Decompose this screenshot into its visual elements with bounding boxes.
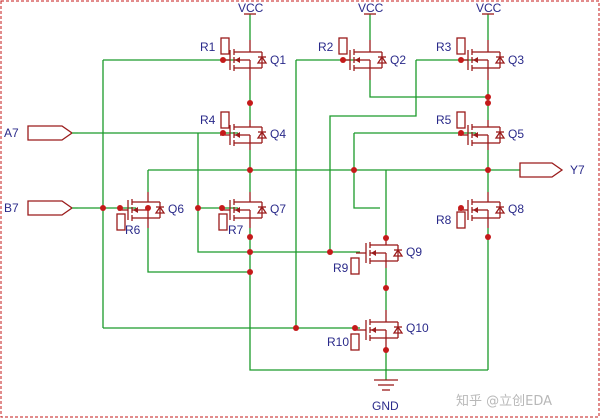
- junction-dot: [195, 205, 201, 211]
- resistor-r1: R1: [200, 37, 230, 55]
- mosfet-label-q3: Q3: [508, 53, 524, 67]
- junction-dot: [485, 234, 491, 240]
- junction-dot: [247, 249, 253, 255]
- junction-dot: [100, 205, 106, 211]
- port-a7: A7: [4, 125, 78, 141]
- mosfet-q5: Q5: [458, 120, 524, 150]
- mosfet-q2: Q2: [340, 40, 406, 80]
- junction-dot: [458, 130, 464, 136]
- mosfet-q6: Q6: [118, 192, 184, 228]
- wires: [78, 14, 520, 380]
- junction-dot: [351, 167, 357, 173]
- watermark-text: 知乎 @立创EDA: [456, 393, 552, 409]
- resistor-label-r3: R3: [436, 40, 452, 54]
- mosfet-q9: Q9: [356, 238, 422, 268]
- resistor-label-r10: R10: [327, 335, 349, 349]
- port-y7: Y7: [519, 162, 585, 178]
- mosfet-label-q7: Q7: [270, 202, 286, 216]
- port-a7-label: A7: [4, 126, 19, 140]
- resistor-label-r6: R6: [125, 223, 141, 237]
- junction-dot: [485, 167, 491, 173]
- mosfet-label-q5: Q5: [508, 127, 524, 141]
- junction-dot: [247, 269, 253, 275]
- resistor-r2: R2: [318, 37, 348, 55]
- port-b7: B7: [4, 200, 78, 216]
- junction-dot: [458, 205, 464, 211]
- resistor-r10: R10: [327, 333, 360, 351]
- resistor-r9: R9: [333, 257, 360, 275]
- vcc-symbol-2: VCC: [358, 1, 384, 15]
- junction-dot: [327, 249, 333, 255]
- mosfet-label-q1: Q1: [270, 53, 286, 67]
- junction-dot: [340, 57, 346, 63]
- resistor-r5: R5: [436, 111, 466, 129]
- resistor-r8: R8: [436, 211, 466, 229]
- vcc-symbol-1: VCC: [238, 1, 264, 15]
- resistor-r6: R6: [116, 213, 141, 237]
- resistor-label-r9: R9: [333, 261, 349, 275]
- junction-dot: [383, 347, 389, 353]
- junction-dot: [220, 130, 226, 136]
- mosfet-label-q4: Q4: [270, 127, 286, 141]
- mosfet-q7: Q7: [220, 192, 286, 228]
- mosfet-label-q6: Q6: [168, 202, 184, 216]
- junction-dot: [247, 234, 253, 240]
- resistor-r7: R7: [218, 213, 244, 237]
- mosfet-label-q2: Q2: [390, 53, 406, 67]
- mosfet-q10: Q10: [356, 310, 429, 350]
- mosfet-q8: Q8: [458, 192, 524, 228]
- resistor-r4: R4: [200, 111, 230, 129]
- vcc-label-2: VCC: [358, 1, 384, 15]
- mosfet-label-q9: Q9: [406, 245, 422, 259]
- junctions: [100, 57, 491, 353]
- mosfet-label-q8: Q8: [508, 202, 524, 216]
- junction-dot: [145, 205, 151, 211]
- junction-dot: [219, 205, 225, 211]
- junction-dot: [293, 325, 299, 331]
- resistor-label-r5: R5: [436, 113, 452, 127]
- mosfet-label-q10: Q10: [406, 321, 429, 335]
- junction-dot: [458, 57, 464, 63]
- vcc-label-3: VCC: [476, 1, 502, 15]
- mosfet-q3: Q3: [458, 40, 524, 80]
- resistor-label-r4: R4: [200, 113, 216, 127]
- resistor-r3: R3: [436, 37, 466, 55]
- junction-dot: [247, 100, 253, 106]
- junction-dot: [485, 94, 491, 100]
- mosfet-q4: Q4: [220, 120, 286, 150]
- vcc-label-1: VCC: [238, 1, 264, 15]
- resistor-label-r2: R2: [318, 40, 334, 54]
- junction-dot: [352, 325, 358, 331]
- gnd-symbol: GND: [372, 379, 399, 413]
- vcc-symbol-3: VCC: [476, 1, 502, 15]
- mosfet-q1: Q1: [220, 40, 286, 80]
- junction-dot: [117, 205, 123, 211]
- junction-dot: [383, 285, 389, 291]
- gnd-label: GND: [372, 399, 399, 413]
- junction-dot: [383, 235, 389, 241]
- resistor-label-r7: R7: [228, 223, 244, 237]
- resistor-label-r8: R8: [436, 213, 452, 227]
- port-b7-label: B7: [4, 201, 19, 215]
- junction-dot: [485, 100, 491, 106]
- port-y7-label: Y7: [570, 163, 585, 177]
- resistor-label-r1: R1: [200, 40, 216, 54]
- junction-dot: [247, 167, 253, 173]
- junction-dot: [220, 57, 226, 63]
